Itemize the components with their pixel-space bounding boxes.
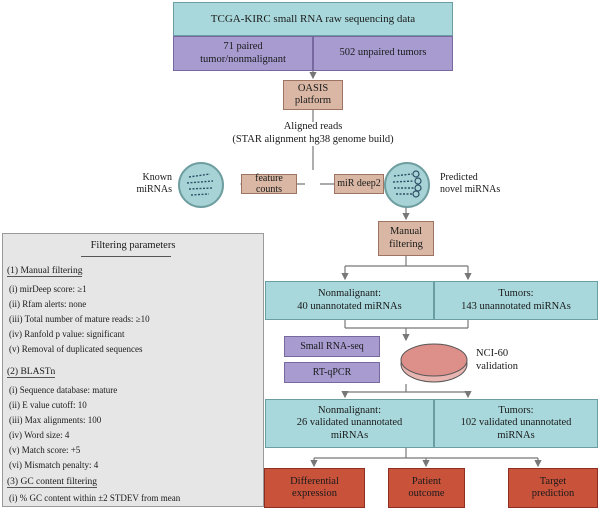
filter-item: (iii) Max alignments: 100 xyxy=(9,415,102,425)
predicted-mirnas-dish-icon xyxy=(384,162,430,208)
filter-item: (i) % GC content within ±2 STDEV from me… xyxy=(9,493,181,503)
nonmalignant-validated-label: Nonmalignant: 26 validated unannotated m… xyxy=(296,405,403,441)
hairpin-strands-icon xyxy=(392,170,422,198)
unpaired-tumors-label: 502 unpaired tumors xyxy=(339,47,427,59)
section-heading-manual-text: (1) Manual filtering xyxy=(7,266,83,277)
paired-samples-label: 71 paired tumor/nonmalignant xyxy=(200,41,286,65)
differential-expression-box: Differential expression xyxy=(264,468,365,508)
tumors-validated-label: Tumors: 102 validated unannotated miRNAs xyxy=(460,405,572,441)
tumors-unannotated-label: Tumors: 143 unannotated miRNAs xyxy=(461,288,571,312)
section-heading-gc: (3) GC content filtering xyxy=(7,477,97,488)
oasis-platform-label: OASIS platform xyxy=(294,82,332,106)
differential-expression-label: Differential expression xyxy=(290,475,339,499)
feature-counts-box: feature counts xyxy=(241,172,297,196)
filter-item: (iii) Total number of mature reads: ≥10 xyxy=(9,314,150,324)
filter-item: (v) Match score: +5 xyxy=(9,445,81,455)
oasis-platform-box: OASIS platform xyxy=(283,80,343,110)
nonmalignant-validated-box: Nonmalignant: 26 validated unannotated m… xyxy=(265,399,434,448)
target-prediction-label: Target prediction xyxy=(531,475,575,499)
patient-outcome-label: Patient outcome xyxy=(408,475,445,499)
nonmalignant-unannotated-label: Nonmalignant: 40 unannotated miRNAs xyxy=(297,288,402,312)
filter-item: (iv) Ranfold p value: significant xyxy=(9,329,125,339)
mirna-strands-icon xyxy=(186,173,214,196)
tcga-data-title: TCGA-KIRC small RNA raw sequencing data xyxy=(210,12,416,25)
filter-item: (vi) Mismatch penalty: 4 xyxy=(9,460,99,470)
aligned-reads-label: Aligned reads (STAR alignment hg38 genom… xyxy=(232,121,394,145)
feature-counts-label: feature counts xyxy=(255,172,283,196)
unpaired-tumors-box: 502 unpaired tumors xyxy=(313,36,453,71)
filtering-parameters-title: Filtering parameters xyxy=(90,240,176,251)
petri-dish-icon xyxy=(400,343,468,383)
section-heading-manual: (1) Manual filtering xyxy=(7,266,83,277)
rt-qpcr-label: RT-qPCR xyxy=(312,366,352,378)
filter-item: (iv) Word size: 4 xyxy=(9,430,70,440)
small-rna-seq-label: Small RNA-seq xyxy=(300,340,364,352)
known-mirnas-label: Known miRNAs xyxy=(136,172,172,195)
section-heading-blastn: (2) BLASTn xyxy=(7,367,56,378)
mir-deep2-label: miR deep2 xyxy=(337,178,381,190)
filtering-parameters-panel: Filtering parameters (1) Manual filterin… xyxy=(2,233,264,507)
filter-item: (ii) Rfam alerts: none xyxy=(9,299,87,309)
tumors-validated-box: Tumors: 102 validated unannotated miRNAs xyxy=(434,399,598,448)
manual-filtering-label: Manual filtering xyxy=(389,226,423,250)
section-heading-gc-text: (3) GC content filtering xyxy=(7,477,97,488)
mir-deep2-box: miR deep2 xyxy=(334,174,384,194)
filter-item: (ii) E value cutoff: 10 xyxy=(9,400,87,410)
tcga-data-box: TCGA-KIRC small RNA raw sequencing data xyxy=(173,2,453,36)
paired-samples-box: 71 paired tumor/nonmalignant xyxy=(173,36,313,71)
filter-item: (v) Removal of duplicated sequences xyxy=(9,344,143,354)
patient-outcome-box: Patient outcome xyxy=(388,468,465,508)
filter-item: (i) Sequence database: mature xyxy=(9,385,118,395)
predicted-mirnas-label: Predicted novel miRNAs xyxy=(440,172,501,195)
nonmalignant-unannotated-box: Nonmalignant: 40 unannotated miRNAs xyxy=(265,281,434,320)
known-mirnas-dish-icon xyxy=(178,162,224,208)
target-prediction-box: Target prediction xyxy=(508,468,598,508)
nci60-validation-label: NCI-60 validation xyxy=(476,348,518,372)
filter-item: (i) mirDeep score: ≥1 xyxy=(9,284,87,294)
section-heading-blastn-text: (2) BLASTn xyxy=(7,367,56,378)
manual-filtering-box: Manual filtering xyxy=(378,221,434,256)
small-rna-seq-box: Small RNA-seq xyxy=(284,336,380,357)
tumors-unannotated-box: Tumors: 143 unannotated miRNAs xyxy=(434,281,598,320)
rt-qpcr-box: RT-qPCR xyxy=(284,362,380,383)
title-underline xyxy=(81,256,171,257)
